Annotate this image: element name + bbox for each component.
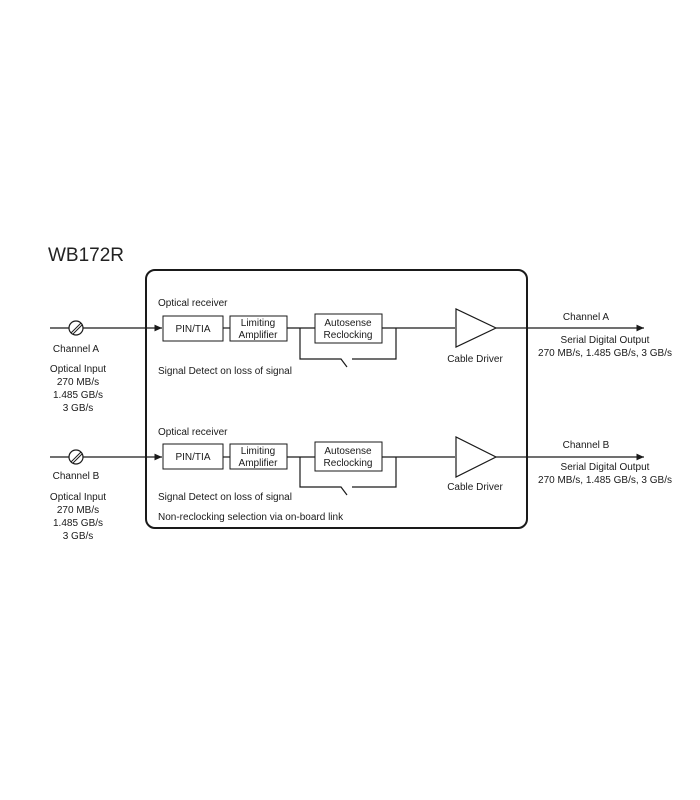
channel-a-receiver-label: Optical receiver xyxy=(158,298,228,309)
channel-a-autosense-label-2: Reclocking xyxy=(324,330,373,341)
channel-b-input-desc-4: 3 GB/s xyxy=(63,531,94,542)
channel-b-limiting-amplifier-block xyxy=(229,443,288,470)
channel-b-input-desc-1: Optical Input xyxy=(50,492,106,503)
channel-a-input-desc-2: 270 MB/s xyxy=(57,377,99,388)
channel-a-input-desc-4: 3 GB/s xyxy=(63,403,94,414)
channel-b-autosense-label-1: Autosense xyxy=(324,446,372,457)
channel-a-autosense-label-1: Autosense xyxy=(324,318,372,329)
channel-b-output-desc-2: 270 MB/s, 1.485 GB/s, 3 GB/s xyxy=(538,475,672,486)
channel-a-output-desc-2: 270 MB/s, 1.485 GB/s, 3 GB/s xyxy=(538,348,672,359)
channel-a-input-label: Channel A xyxy=(53,344,99,355)
channel-a-pin-tia-block xyxy=(162,315,224,342)
fiber-connector-icon xyxy=(68,449,84,465)
channel-a-output-label: Channel A xyxy=(563,312,609,323)
channel-b-bypass-link-right xyxy=(352,457,397,488)
channel-b-pin-tia-label: PIN/TIA xyxy=(175,452,210,463)
channel-b-limiting-label-2: Amplifier xyxy=(239,458,279,469)
channel-b-signal-detect: Signal Detect on loss of signal xyxy=(158,492,292,503)
channel-b-output-desc-1: Serial Digital Output xyxy=(561,462,650,473)
channel-b-input-desc-3: 1.485 GB/s xyxy=(53,518,103,529)
channel-b-cable-driver-label: Cable Driver xyxy=(447,482,503,493)
channel-a-cable-driver-icon xyxy=(455,308,498,348)
channel-a-bypass-link-right xyxy=(352,328,397,360)
channel-b-autosense-reclocking-block xyxy=(314,441,383,472)
channel-a-signal-detect: Signal Detect on loss of signal xyxy=(158,366,292,377)
fiber-connector-icon xyxy=(68,320,84,336)
channel-b-input-label: Channel B xyxy=(53,471,100,482)
channel-a-limiting-label-1: Limiting xyxy=(241,318,275,329)
channel-a-bypass-link-left xyxy=(299,328,348,368)
channel-a-output-desc-1: Serial Digital Output xyxy=(561,335,650,346)
channel-a-cable-driver-label: Cable Driver xyxy=(447,354,503,365)
channel-b-output-label: Channel B xyxy=(563,440,610,451)
channel-a-limiting-label-2: Amplifier xyxy=(239,330,279,341)
channel-b-limiting-label-1: Limiting xyxy=(241,446,275,457)
channel-b-cable-driver-icon xyxy=(455,436,498,478)
channel-b-path: Channel B Optical Input 270 MB/s 1.485 G… xyxy=(50,427,672,542)
channel-b-autosense-label-2: Reclocking xyxy=(324,458,373,469)
channel-b-bypass-link-left xyxy=(299,457,348,496)
channel-a-path: Channel A Optical Input 270 MB/s 1.485 G… xyxy=(50,298,672,414)
channel-b-receiver-label: Optical receiver xyxy=(158,427,228,438)
diagram-title: WB172R xyxy=(48,245,124,266)
channel-a-pin-tia-label: PIN/TIA xyxy=(175,324,210,335)
channel-b-input-desc-2: 270 MB/s xyxy=(57,505,99,516)
channel-a-input-desc-1: Optical Input xyxy=(50,364,106,375)
channel-a-input-desc-3: 1.485 GB/s xyxy=(53,390,103,401)
non-reclocking-note: Non-reclocking selection via on-board li… xyxy=(158,512,344,523)
